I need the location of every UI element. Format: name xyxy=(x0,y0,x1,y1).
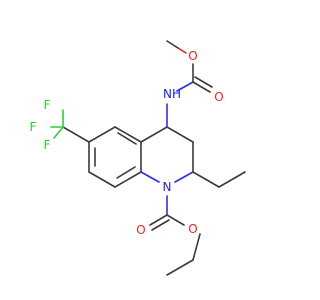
carbamate-group xyxy=(166,40,213,128)
ester-carbonyl-oxygen-label: O xyxy=(136,223,145,237)
fluorine-2-label: F xyxy=(30,120,37,134)
carbamate-nh-label: NH xyxy=(163,87,181,101)
ester-oxygen-label: O xyxy=(188,222,197,236)
carbamate-carbonyl-oxygen-label: O xyxy=(214,90,223,104)
ring-nitrogen-label: N xyxy=(163,180,172,194)
benzene-ring xyxy=(88,126,142,188)
carbamate-ester-oxygen-label: O xyxy=(188,49,197,63)
fluorine-1-label: F xyxy=(44,98,51,112)
tetrahydro-ring xyxy=(140,126,194,183)
ethyl-carboxylate-group xyxy=(149,195,201,276)
ethyl-group xyxy=(192,171,246,188)
fluorine-3-label: F xyxy=(44,138,51,152)
trifluoromethyl-group xyxy=(50,109,90,143)
molecule-structure-diagram: NH O O N O O F F F xyxy=(30,40,246,276)
